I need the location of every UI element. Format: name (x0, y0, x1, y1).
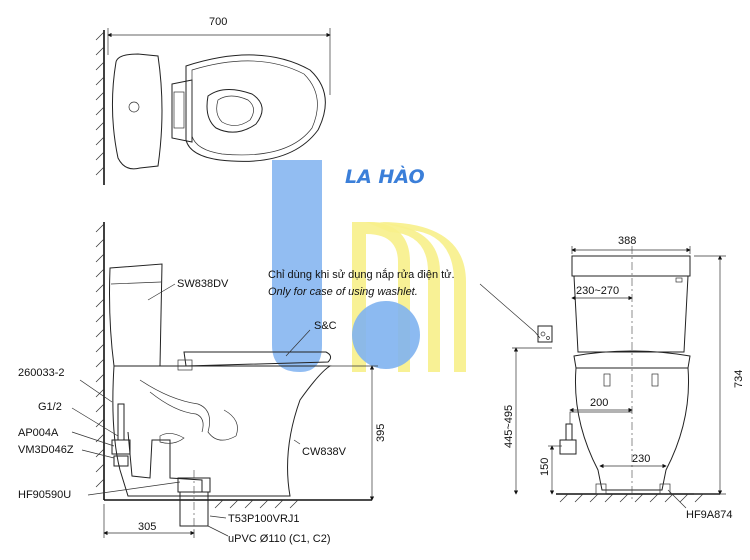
label-hf9a874: HF9A874 (686, 509, 732, 521)
label-sc: S&C (314, 320, 337, 332)
dim-200: 200 (590, 397, 608, 409)
dim-150: 150 (539, 458, 551, 476)
dim-230-270: 230~270 (576, 285, 619, 297)
dim-395: 395 (375, 424, 387, 442)
dim-230: 230 (632, 453, 650, 465)
label-sw838dv: SW838DV (177, 278, 229, 290)
dim-305: 305 (138, 521, 156, 533)
label-t53p100vrj1: T53P100VRJ1 (228, 513, 300, 525)
label-260033-2: 260033-2 (18, 367, 65, 379)
label-upvc: uPVC Ø110 (C1, C2) (228, 533, 331, 545)
watermark-text: LA HÀO (345, 165, 425, 188)
washlet-note-en: Only for case of using washlet. (268, 286, 418, 298)
label-cw838v: CW838V (302, 446, 347, 458)
front-view: 388 230~270 734 445~495 200 150 230 HF9A… (503, 235, 745, 521)
top-view: 700 (95, 16, 331, 185)
watermark-yellow-arc-2 (366, 222, 440, 372)
label-g1-2: G1/2 (38, 401, 62, 413)
side-view: SW838DV S&C CW838V 260033-2 G1/2 AP004A … (18, 222, 541, 545)
dim-388: 388 (618, 235, 636, 247)
dim-445-495: 445~495 (503, 405, 515, 448)
dim-700: 700 (209, 16, 227, 28)
watermark-blue-circle (352, 301, 420, 369)
watermark-yellow-arc-3 (380, 222, 466, 372)
watermark-blue-shape (272, 160, 322, 372)
watermark-logo: LA HÀO (272, 160, 466, 372)
label-hf90590u: HF90590U (18, 489, 71, 501)
dim-734: 734 (733, 370, 745, 388)
label-ap004a: AP004A (18, 427, 59, 439)
washlet-note-vi: Chỉ dùng khi sử dụng nắp rửa điện tử. (268, 268, 455, 281)
label-vm3d046z: VM3D046Z (18, 444, 74, 456)
